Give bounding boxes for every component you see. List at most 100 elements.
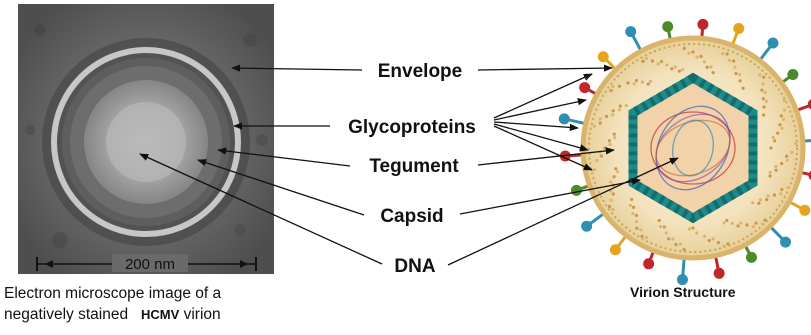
tegument-dot	[618, 85, 621, 88]
tegument-dot	[629, 204, 632, 207]
caption-line-2-end: virion	[184, 306, 221, 323]
virion-caption: Virion Structure	[630, 284, 736, 300]
tegument-dot	[691, 226, 694, 229]
tegument-dot	[645, 236, 648, 239]
tegument-dot	[631, 212, 634, 215]
caption-line-2-start: negatively stained	[4, 306, 128, 323]
tegument-dot	[722, 245, 725, 248]
tegument-dot	[712, 71, 715, 74]
tegument-dot	[751, 201, 754, 204]
tegument-dot	[754, 221, 757, 224]
tegument-dot	[765, 198, 768, 201]
glycoprotein-spike-head	[697, 19, 708, 30]
glycoprotein-spike-head	[768, 38, 779, 49]
tegument-dot	[780, 114, 783, 117]
tegument-dot	[742, 87, 745, 90]
tegument-dot	[762, 113, 765, 116]
tegument-dot	[608, 205, 611, 208]
tegument-dot	[738, 73, 741, 76]
tegument-dot	[787, 186, 790, 189]
tegument-dot	[734, 72, 737, 75]
tegument-dot	[764, 91, 767, 94]
tegument-dot	[757, 202, 760, 205]
tegument-dot	[773, 193, 776, 196]
glycoprotein-spike-head	[787, 69, 798, 80]
glycoprotein-spike-head	[625, 26, 636, 37]
tegument-dot	[630, 198, 633, 201]
glycoprotein-spike-head	[714, 268, 725, 279]
tegument-dot	[599, 122, 602, 125]
tegument-dot	[794, 142, 797, 145]
tegument-dot	[758, 73, 761, 76]
tegument-dot	[728, 59, 731, 62]
label-capsid: Capsid	[380, 206, 443, 227]
caption-hcmv: HCMV	[141, 307, 179, 322]
tegument-dot	[766, 194, 769, 197]
tegument-dot	[645, 57, 648, 60]
tegument-dot	[683, 248, 686, 251]
tegument-dot	[762, 105, 765, 108]
tegument-dot	[609, 180, 612, 183]
tegument-dot	[641, 60, 644, 63]
tegument-dot	[687, 51, 690, 54]
tegument-dot	[725, 219, 728, 222]
tegument-dot	[611, 208, 614, 211]
tegument-dot	[633, 82, 636, 85]
tegument-dot	[660, 60, 663, 63]
tegument-dot	[769, 171, 772, 174]
tegument-dot	[762, 97, 765, 100]
tegument-dot	[731, 222, 734, 225]
tegument-dot	[688, 227, 691, 230]
tegument-dot	[773, 139, 776, 142]
caption-line-1: Electron microscope image of a	[4, 283, 324, 304]
tegument-dot	[776, 131, 779, 134]
label-envelope: Envelope	[378, 61, 462, 82]
tegument-dot	[733, 66, 736, 69]
tegument-dot	[712, 237, 715, 240]
tegument-dot	[641, 81, 644, 84]
tegument-dot	[721, 52, 724, 55]
tegument-dot	[613, 133, 616, 136]
tegument-dot	[703, 235, 706, 238]
tegument-dot	[752, 225, 755, 228]
glycoprotein-spike-head	[643, 258, 654, 269]
tegument-dot	[783, 109, 786, 112]
tegument-dot	[665, 63, 668, 66]
tegument-dot	[612, 175, 615, 178]
tegument-dot	[774, 165, 777, 168]
tegument-dot	[593, 125, 596, 128]
tegument-dot	[708, 239, 711, 242]
tegument-dot	[780, 162, 783, 165]
tegument-dot	[635, 220, 638, 223]
tegument-dot	[783, 99, 786, 102]
tegument-dot	[726, 242, 729, 245]
micrograph-caption: Electron microscope image of a negativel…	[4, 283, 324, 325]
tegument-dot	[609, 89, 612, 92]
tegument-dot	[657, 62, 660, 65]
tegument-dot	[726, 52, 729, 55]
caption-line-2: negatively stained HCMV virion	[4, 304, 324, 325]
tegument-dot	[619, 104, 622, 107]
tegument-dot	[647, 83, 650, 86]
glycoprotein-spike-head	[571, 185, 582, 196]
tegument-dot	[738, 79, 741, 82]
tegument-dot	[761, 222, 764, 225]
tegument-dot	[632, 206, 635, 209]
tegument-dot	[778, 123, 781, 126]
label-dna: DNA	[394, 256, 435, 277]
tegument-dot	[665, 231, 668, 234]
tegument-dot	[603, 146, 606, 149]
tegument-dot	[635, 214, 638, 217]
tegument-dot	[732, 59, 735, 62]
tegument-dot	[790, 151, 793, 154]
tegument-dot	[765, 100, 768, 103]
tegument-dot	[616, 170, 619, 173]
tegument-dot	[759, 198, 762, 201]
tegument-dot	[699, 55, 702, 58]
tegument-dot	[782, 118, 785, 121]
tegument-dot	[670, 67, 673, 70]
tegument-dot	[769, 146, 772, 149]
tegument-dot	[611, 113, 614, 116]
tegument-dot	[658, 219, 661, 222]
tegument-dot	[599, 117, 602, 120]
